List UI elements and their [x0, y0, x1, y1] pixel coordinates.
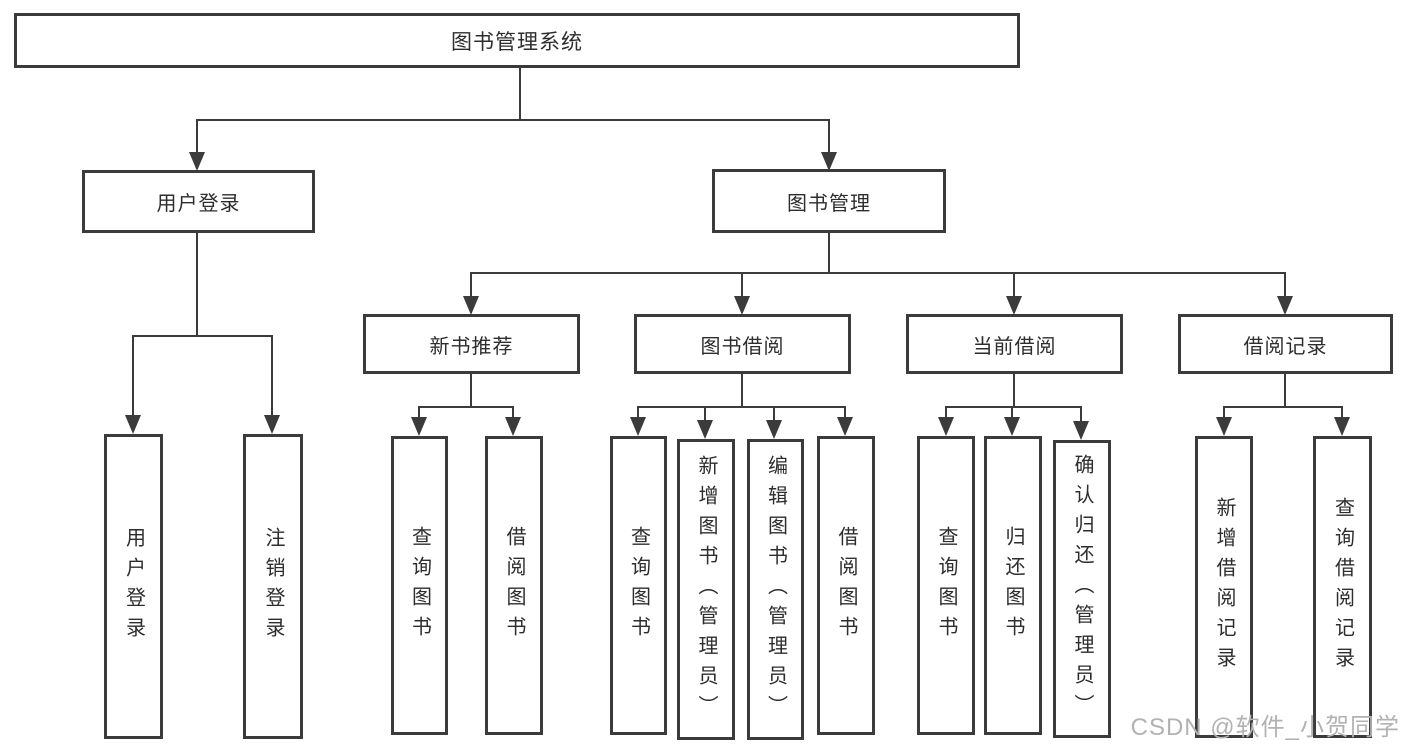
- node-user-login: 用户登录: [82, 170, 315, 233]
- leaf-confirm-return-admin: 确认归还（管理员）: [1053, 440, 1111, 738]
- node-current-borrowing: 当前借阅: [906, 314, 1123, 374]
- leaf-label: 查询图书: [627, 525, 650, 646]
- node-book-borrowing: 图书借阅: [634, 314, 851, 374]
- connector-drop: [418, 406, 420, 418]
- arrow-down: [264, 415, 280, 434]
- arrow-down: [630, 417, 646, 436]
- arrow-down: [697, 420, 713, 439]
- arrow-down: [1004, 417, 1020, 436]
- connector-root-stem: [519, 68, 521, 121]
- leaf-label: 借阅图书: [503, 525, 525, 646]
- connector-drop: [1080, 406, 1082, 422]
- connector-current-borrowing-bus: [945, 406, 1082, 408]
- connector-book-management-stem: [828, 233, 830, 274]
- leaf-borrow-books-1: 借阅图书: [485, 436, 543, 735]
- leaf-label: 编辑图书（管理员）: [764, 454, 787, 725]
- connector-root-bus: [196, 119, 830, 121]
- arrow-down: [766, 420, 782, 439]
- connector-drop: [1223, 406, 1225, 418]
- connector-new-book-stem: [470, 374, 472, 408]
- node-book-management: 图书管理: [712, 169, 946, 233]
- node-library-system: 图书管理系统: [14, 13, 1020, 68]
- arrow-down: [505, 417, 521, 436]
- connector-drop-leaf-logout: [271, 335, 273, 416]
- connector-drop: [773, 406, 775, 421]
- connector-drop-book-management: [828, 119, 830, 153]
- leaf-label: 查询图书: [408, 525, 431, 646]
- leaf-label: 归还图书: [1002, 525, 1024, 646]
- arrow-down: [189, 152, 205, 171]
- connector-user-login-bus: [132, 335, 273, 337]
- arrow-down: [1334, 417, 1350, 436]
- connector-drop-borrowing-records: [1284, 272, 1286, 297]
- leaf-query-books-3: 查询图书: [917, 436, 975, 735]
- leaf-label: 注销登录: [262, 526, 284, 647]
- leaf-query-borrow-record: 查询借阅记录: [1313, 436, 1372, 738]
- leaf-add-borrow-record: 新增借阅记录: [1195, 436, 1253, 738]
- arrow-down: [1073, 421, 1089, 440]
- connector-drop-user-login: [196, 119, 198, 153]
- leaf-label: 确认归还（管理员）: [1071, 454, 1093, 724]
- leaf-edit-books-admin: 编辑图书（管理员）: [747, 439, 804, 740]
- leaf-label: 用户登录: [122, 526, 145, 647]
- arrow-down: [1216, 417, 1232, 436]
- leaf-label: 查询图书: [935, 525, 957, 646]
- connector-drop-new-book: [470, 272, 472, 297]
- arrow-down: [821, 152, 837, 171]
- connector-new-book-bus: [418, 406, 514, 408]
- connector-drop: [844, 406, 846, 418]
- connector-drop: [637, 406, 639, 418]
- leaf-borrow-books-2: 借阅图书: [817, 436, 875, 735]
- connector-book-borrowing-stem: [741, 374, 743, 408]
- arrow-down: [411, 417, 427, 436]
- arrow-down: [1006, 296, 1022, 315]
- leaf-add-books-admin: 新增图书（管理员）: [677, 439, 735, 740]
- connector-drop: [1341, 406, 1343, 418]
- connector-borrowing-records-stem: [1284, 374, 1286, 408]
- arrow-down: [734, 296, 750, 315]
- leaf-label: 新增图书（管理员）: [695, 454, 717, 725]
- arrow-down: [837, 417, 853, 436]
- connector-drop-book-borrowing: [741, 272, 743, 297]
- leaf-logout: 注销登录: [243, 434, 303, 739]
- leaf-label: 借阅图书: [835, 525, 857, 646]
- connector-book-management-bus: [470, 272, 1286, 274]
- leaf-return-books: 归还图书: [984, 436, 1042, 735]
- connector-drop: [704, 406, 706, 421]
- leaf-label: 查询借阅记录: [1331, 497, 1354, 677]
- connector-drop: [945, 406, 947, 418]
- arrow-down: [463, 296, 479, 315]
- node-new-book-recommend: 新书推荐: [363, 314, 580, 374]
- connector-book-borrowing-bus: [637, 406, 846, 408]
- leaf-query-books-1: 查询图书: [391, 436, 448, 735]
- arrow-down: [125, 415, 141, 434]
- connector-drop: [512, 406, 514, 418]
- leaf-label: 新增借阅记录: [1213, 497, 1235, 677]
- arrow-down: [938, 417, 954, 436]
- leaf-user-login: 用户登录: [104, 434, 163, 739]
- connector-drop-leaf-user-login: [132, 335, 134, 416]
- leaf-query-books-2: 查询图书: [610, 436, 667, 735]
- connector-drop: [1011, 406, 1013, 418]
- arrow-down: [1277, 296, 1293, 315]
- connector-current-borrowing-stem: [1013, 374, 1015, 408]
- connector-user-login-stem: [196, 233, 198, 337]
- watermark-csdn: CSDN @软件_小贺同学: [1130, 714, 1400, 741]
- connector-borrowing-records-bus: [1223, 406, 1343, 408]
- node-borrowing-records: 借阅记录: [1178, 314, 1393, 374]
- connector-drop-current-borrowing: [1013, 272, 1015, 297]
